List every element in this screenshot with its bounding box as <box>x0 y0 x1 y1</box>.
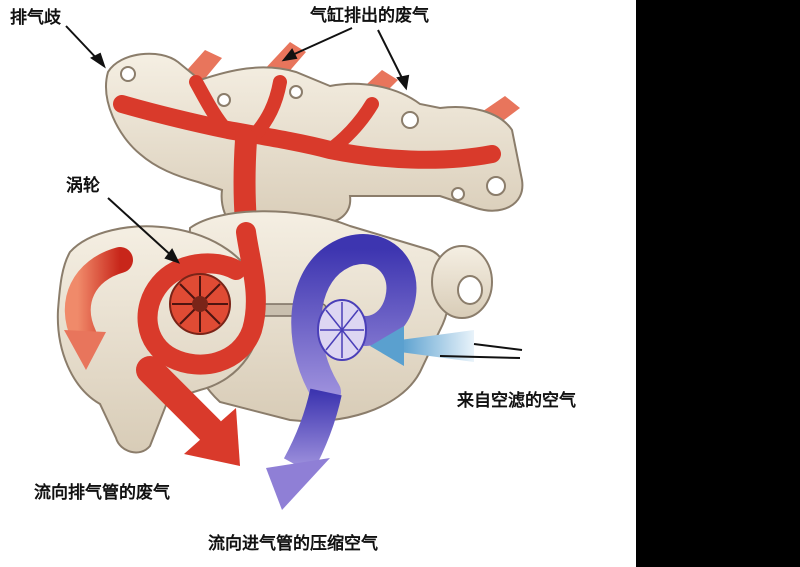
label-to-intake-pipe: 流向进气管的压缩空气 <box>208 534 378 554</box>
manifold-exhaust-branch-1 <box>189 75 233 137</box>
flange-hole-4 <box>401 111 419 129</box>
compressor <box>266 234 474 510</box>
compressor-blades <box>320 302 364 358</box>
label-exhaust-manifold: 排气歧 <box>10 8 61 28</box>
leader-cylinder-2 <box>377 29 405 83</box>
exhaust-manifold <box>105 52 524 233</box>
filter-air-flow <box>400 330 474 362</box>
manifold-exhaust-branch-2 <box>247 75 287 143</box>
filter-air-arrowhead <box>370 326 404 366</box>
compressed-air-flow <box>283 388 342 474</box>
label-to-exhaust-pipe: 流向排气管的废气 <box>34 483 170 503</box>
leader-cylinder-2-arrow <box>396 74 410 91</box>
manifold-exhaust-downpipe <box>233 129 257 233</box>
leader-cylinder-1 <box>289 27 353 57</box>
flange-hole-3 <box>289 85 303 99</box>
flange-hole-5 <box>486 176 506 196</box>
flange-hole-6 <box>451 187 465 201</box>
exhaust-to-pipe-flow <box>136 356 224 444</box>
leader-cylinder-1-arrow <box>281 48 298 62</box>
manifold-exhaust-flow <box>113 95 501 169</box>
black-side-margin <box>636 0 800 567</box>
exhaust-to-pipe-arrowhead <box>184 408 240 466</box>
label-cylinder-exhaust: 气缸排出的废气 <box>310 6 429 26</box>
flange-hole-1 <box>120 66 136 82</box>
leader-manifold-arrow <box>90 52 106 69</box>
leader-air-in-2 <box>439 355 521 359</box>
turbine-outlet-arrowhead <box>64 330 106 370</box>
turbine-outlet-flow <box>64 247 133 349</box>
manifold-exhaust-branch-3 <box>323 97 379 157</box>
compressor-inlet-hole <box>457 275 483 305</box>
diagram-panel: 排气歧 气缸排出的废气 涡轮 来自空滤的空气 流向排气管的废气 流向进气管的压缩… <box>0 0 636 567</box>
turbine-exhaust-scroll <box>137 222 266 375</box>
leader-lines <box>65 25 523 359</box>
leader-air-in <box>473 343 523 351</box>
turbocharger-illustration <box>56 25 524 510</box>
flange-hole-2 <box>217 93 231 107</box>
compressor-scroll <box>291 234 417 407</box>
turbine-housing <box>56 222 266 466</box>
leader-turbine-arrow <box>164 248 180 264</box>
turbine-hub <box>192 296 208 312</box>
label-turbine: 涡轮 <box>66 176 100 196</box>
compressed-air-arrowhead <box>266 458 330 510</box>
label-air-from-filter: 来自空滤的空气 <box>457 391 576 411</box>
leader-turbine <box>107 197 175 259</box>
